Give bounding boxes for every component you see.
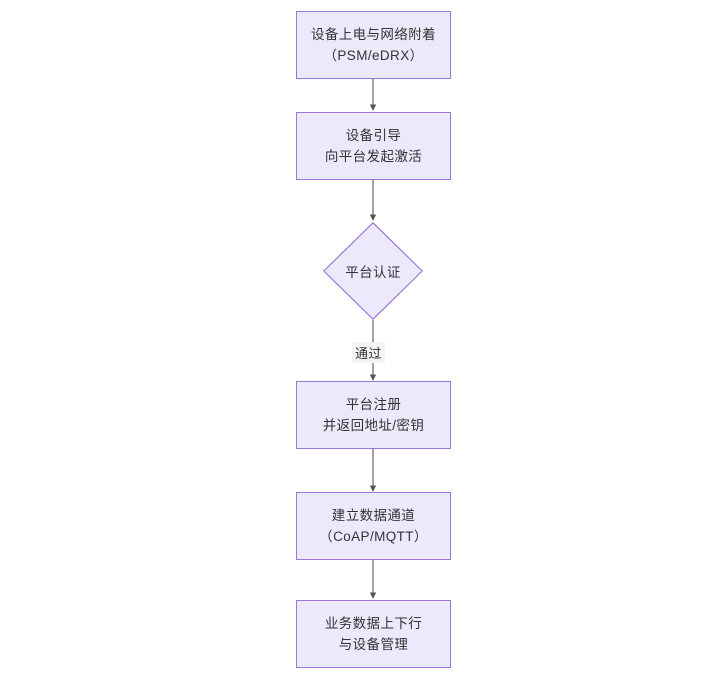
node-platform-registration[interactable]: 平台注册 并返回地址/密钥: [296, 381, 451, 449]
node-label-line2: 并返回地址/密钥: [322, 418, 425, 433]
node-label-line1: 平台注册: [345, 397, 402, 412]
node-label-line2: 与设备管理: [338, 637, 409, 652]
node-device-bootstrap[interactable]: 设备引导 向平台发起激活: [296, 112, 451, 180]
node-label-line2: （CoAP/MQTT）: [319, 529, 428, 544]
node-platform-auth-decision[interactable]: 平台认证: [323, 222, 423, 320]
edge-label-pass: 通过: [352, 342, 385, 363]
node-label-line2: 向平台发起激活: [324, 149, 423, 164]
node-label-line1: 业务数据上下行: [324, 616, 423, 631]
node-device-power-on[interactable]: 设备上电与网络附着 （PSM/eDRX）: [296, 11, 451, 79]
node-label-line1: 平台认证: [345, 265, 401, 280]
node-label-line1: 建立数据通道: [331, 508, 416, 523]
node-label-line1: 设备上电与网络附着: [310, 27, 437, 42]
node-label-line2: （PSM/eDRX）: [323, 48, 424, 63]
diamond-shape: [323, 222, 423, 320]
node-label-line1: 设备引导: [345, 128, 402, 143]
node-business-data-and-device-management[interactable]: 业务数据上下行 与设备管理: [296, 600, 451, 668]
node-establish-data-channel[interactable]: 建立数据通道 （CoAP/MQTT）: [296, 492, 451, 560]
